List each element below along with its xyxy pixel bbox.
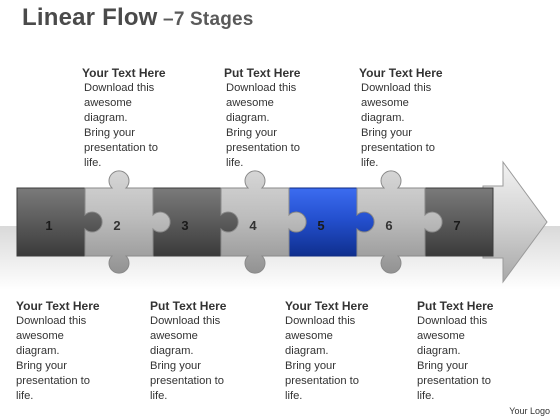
block-line: Bring your [16, 360, 67, 372]
stage-labels: 1 2 3 4 5 6 7 [45, 218, 460, 233]
block-line: presentation to [16, 375, 91, 387]
block-line: Download this [226, 82, 297, 94]
block-line: presentation to [417, 375, 492, 387]
puzzle-piece-4 [220, 170, 307, 274]
title-sub: 7 Stages [173, 9, 254, 30]
block-line: life. [84, 157, 102, 169]
text-block-bottom-4: Put Text Here Download this awesome diag… [417, 299, 547, 404]
stage-number-5: 5 [317, 218, 324, 233]
text-block-top-3: Your Text Here Download this awesome dia… [359, 66, 489, 171]
block-heading: Your Text Here [82, 66, 166, 80]
block-line: diagram. [417, 345, 461, 357]
block-line: Bring your [84, 127, 135, 139]
block-line: diagram. [226, 112, 270, 124]
block-line: Bring your [285, 360, 336, 372]
flow-arrow-head [482, 160, 548, 284]
text-block-bottom-2: Put Text Here Download this awesome diag… [150, 299, 280, 404]
block-line: Download this [361, 82, 432, 94]
block-heading: Your Text Here [359, 66, 443, 80]
block-line: Download this [285, 315, 356, 327]
block-heading: Put Text Here [417, 299, 494, 313]
block-line: Bring your [417, 360, 468, 372]
logo-text: Your Logo [509, 406, 550, 416]
block-heading: Your Text Here [16, 299, 100, 313]
block-line: life. [285, 390, 303, 402]
block-line: Download this [417, 315, 488, 327]
block-line: awesome [361, 97, 409, 109]
block-line: presentation to [84, 142, 159, 154]
stage-number-1: 1 [45, 218, 52, 233]
block-line: diagram. [84, 112, 128, 124]
block-heading: Put Text Here [150, 299, 227, 313]
block-line: presentation to [226, 142, 301, 154]
text-block-top-2: Put Text Here Download this awesome diag… [224, 66, 354, 171]
block-line: awesome [84, 97, 132, 109]
block-line: Bring your [150, 360, 201, 372]
block-line: diagram. [150, 345, 194, 357]
puzzle-piece-2 [84, 170, 171, 274]
block-line: presentation to [150, 375, 225, 387]
block-line: life. [16, 390, 34, 402]
text-block-bottom-3: Your Text Here Download this awesome dia… [285, 299, 415, 404]
block-line: life. [361, 157, 379, 169]
block-line: diagram. [285, 345, 329, 357]
block-line: diagram. [361, 112, 405, 124]
block-line: Download this [16, 315, 87, 327]
puzzle-pieces [16, 160, 548, 284]
block-line: Download this [150, 315, 221, 327]
block-line: presentation to [285, 375, 360, 387]
block-line: awesome [285, 330, 333, 342]
block-line: awesome [226, 97, 274, 109]
block-heading: Your Text Here [285, 299, 369, 313]
stage-number-2: 2 [113, 218, 120, 233]
puzzle-piece-6 [356, 170, 443, 274]
block-line: Download this [84, 82, 155, 94]
page-title: Linear Flow –7 Stages [22, 4, 254, 32]
block-heading: Put Text Here [224, 66, 301, 80]
block-line: awesome [417, 330, 465, 342]
stage-number-4: 4 [249, 218, 257, 233]
stage-number-7: 7 [453, 218, 460, 233]
block-line: diagram. [16, 345, 60, 357]
text-block-bottom-1: Your Text Here Download this awesome dia… [16, 299, 146, 404]
block-line: awesome [16, 330, 64, 342]
title-main: Linear Flow [22, 4, 158, 31]
block-line: awesome [150, 330, 198, 342]
block-line: life. [417, 390, 435, 402]
stage-number-3: 3 [181, 218, 188, 233]
title-dash: – [157, 9, 174, 30]
block-line: Bring your [226, 127, 277, 139]
stage-number-6: 6 [385, 218, 392, 233]
block-line: life. [150, 390, 168, 402]
block-line: presentation to [361, 142, 436, 154]
text-block-top-1: Your Text Here Download this awesome dia… [82, 66, 212, 171]
block-line: Bring your [361, 127, 412, 139]
block-line: life. [226, 157, 244, 169]
